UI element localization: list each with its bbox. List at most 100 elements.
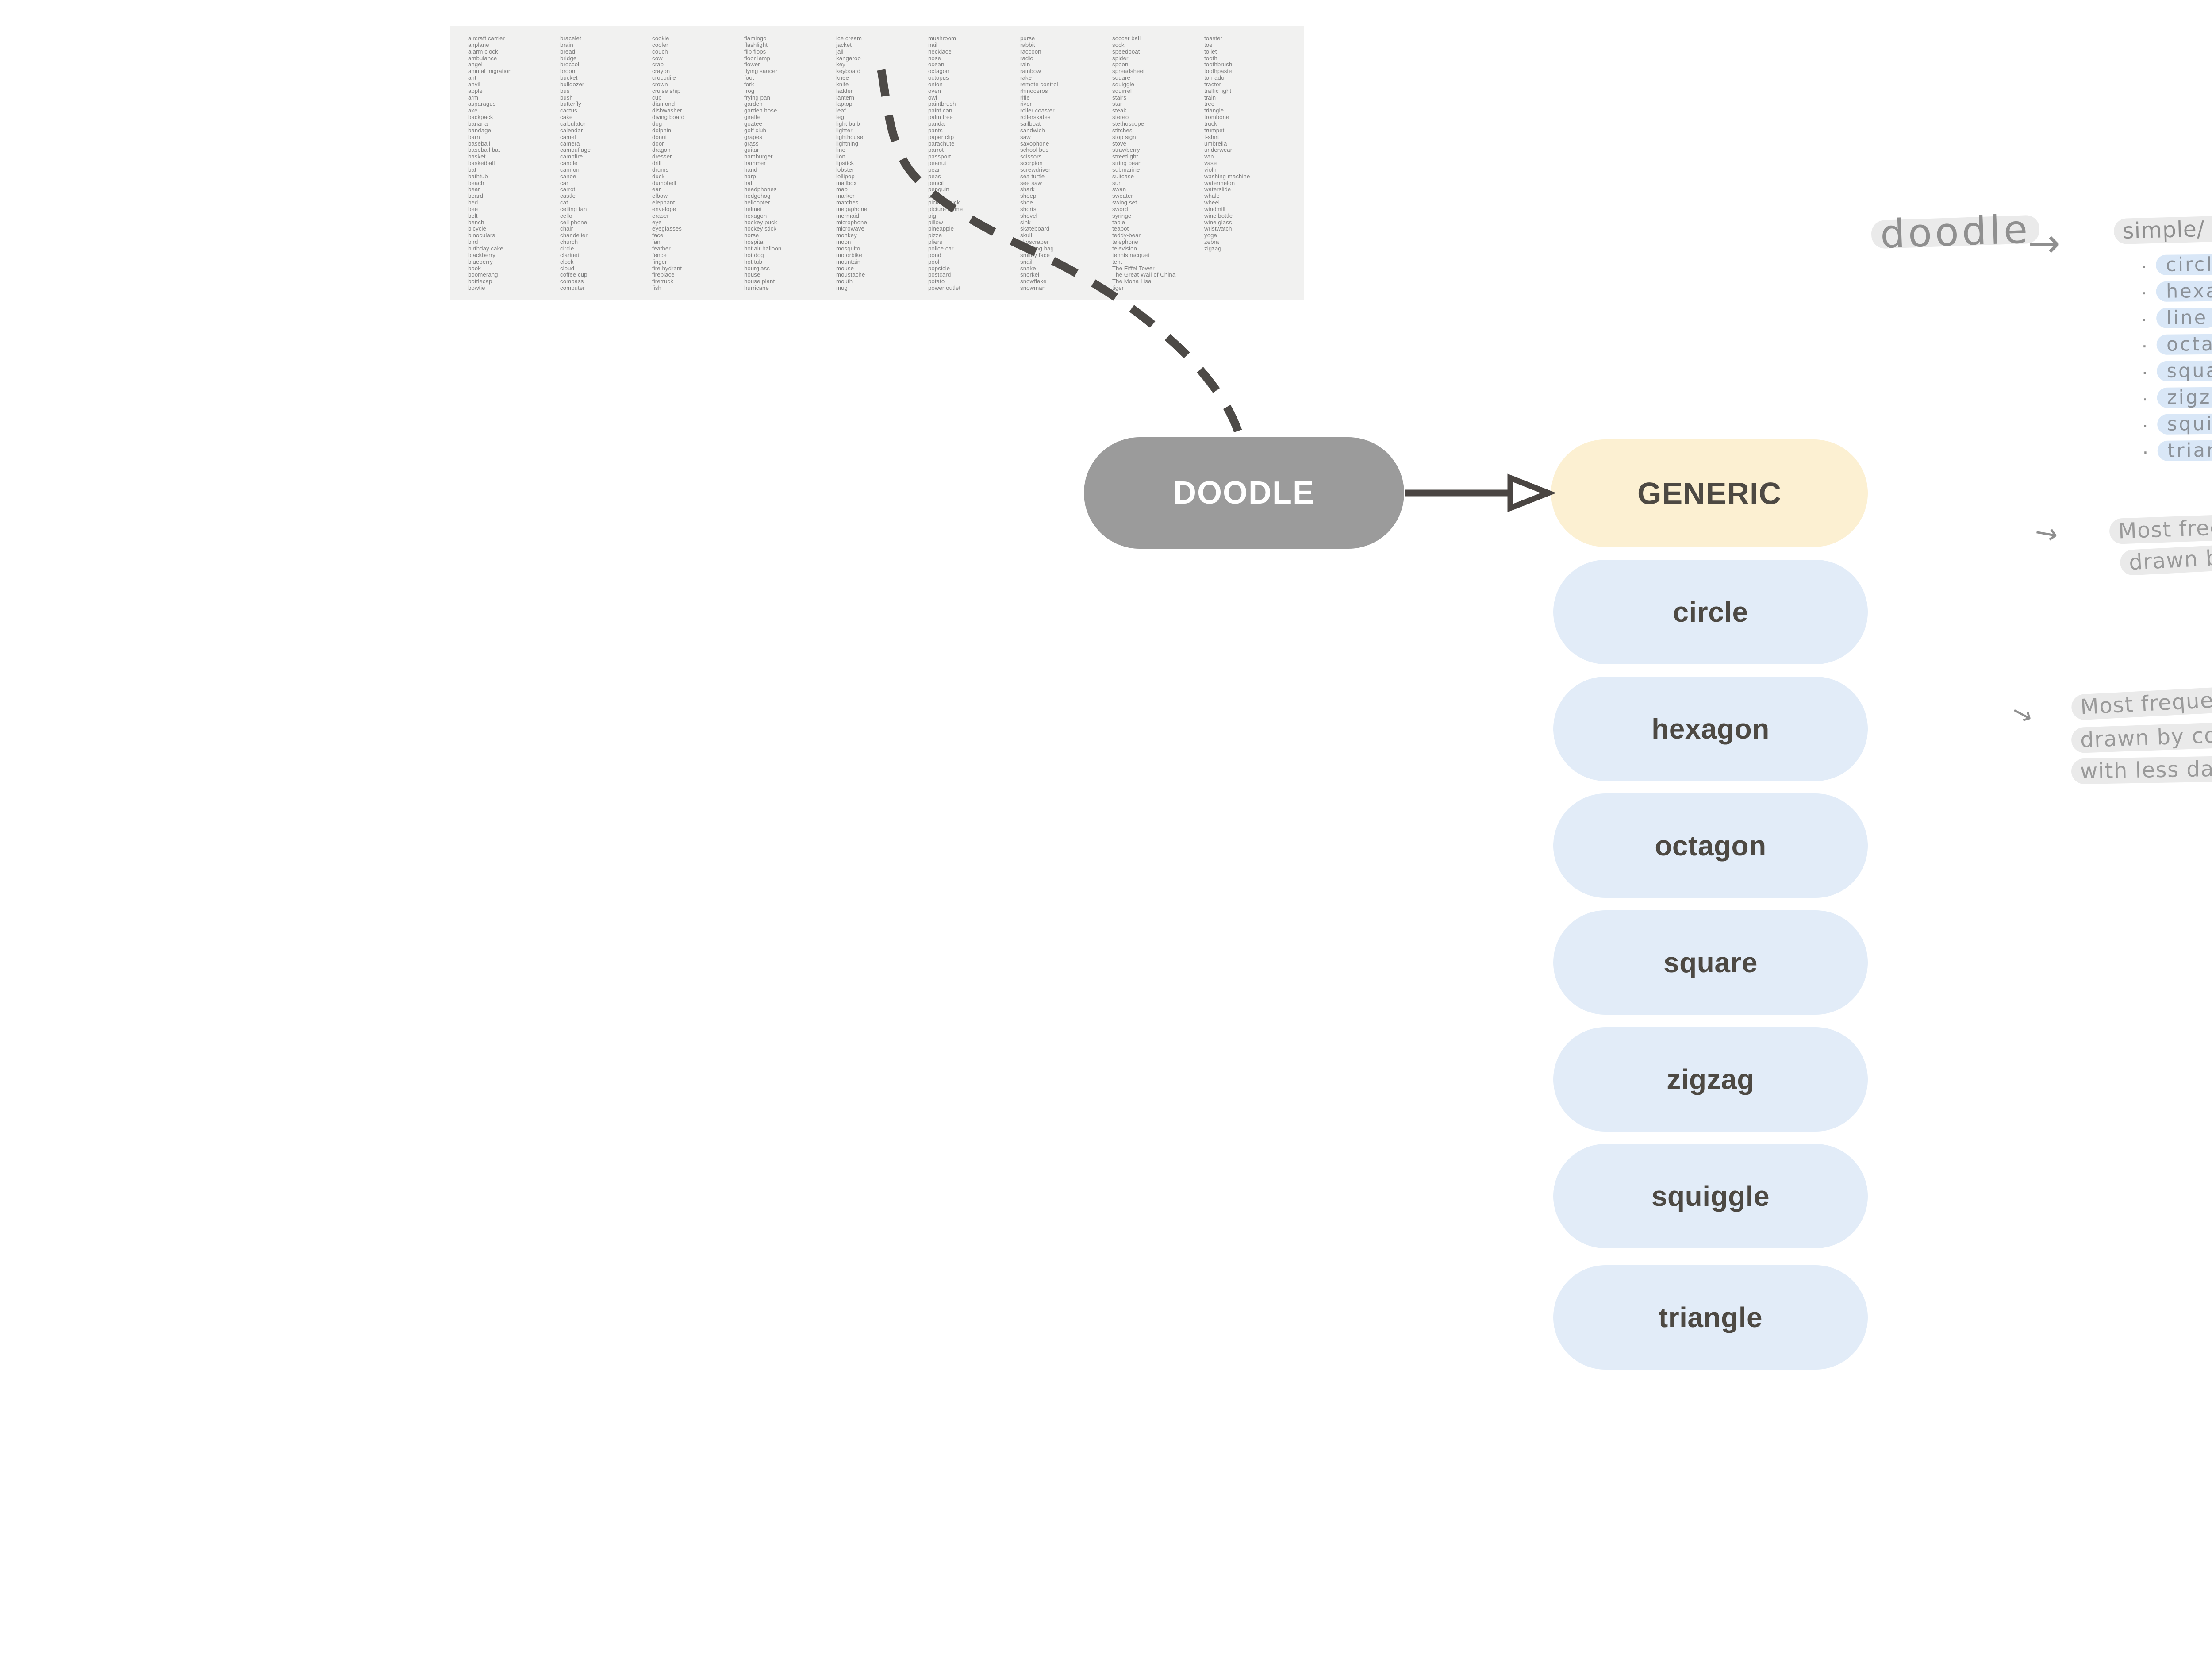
category-word: tornado (1204, 74, 1225, 81)
category-word: camel (560, 133, 576, 140)
category-word: radio (1020, 54, 1033, 62)
bullet-dot-icon: · (2141, 386, 2149, 410)
category-word: sword (1112, 205, 1128, 212)
category-word: blackberry (468, 251, 495, 258)
category-word: syringe (1112, 212, 1132, 219)
category-word: zebra (1204, 239, 1219, 246)
category-word: string bean (1112, 160, 1142, 167)
category-word: steak (1112, 107, 1127, 114)
node-zigzag[interactable]: zigzag (1553, 1027, 1868, 1132)
category-word: cruise ship (652, 87, 681, 94)
category-word: roller coaster (1020, 107, 1055, 114)
category-word: elbow (652, 192, 668, 200)
category-word: canoe (560, 173, 576, 180)
bullet-dot-icon: · (2140, 307, 2148, 330)
node-circle[interactable]: circle (1553, 560, 1868, 664)
category-word: bear (468, 186, 480, 193)
category-word: bird (468, 239, 478, 246)
category-word: traffic light (1204, 87, 1232, 94)
category-word: onion (928, 81, 943, 88)
category-word: scorpion (1020, 160, 1043, 167)
category-word: lollipop (836, 173, 855, 180)
category-word: map (836, 186, 848, 193)
category-word: airplane (468, 41, 489, 48)
category-word: couch (652, 48, 668, 55)
category-word: spider (1112, 54, 1129, 62)
node-doodle[interactable]: DOODLE (1084, 437, 1404, 549)
category-word: circle (560, 245, 574, 252)
shape-bullet-row: ·circle (2140, 254, 2212, 277)
category-word: hockey puck (744, 219, 777, 226)
category-word: fence (652, 251, 667, 258)
category-word: baseball bat (468, 146, 500, 154)
category-word: toothbrush (1204, 61, 1233, 68)
category-word: microphone (836, 219, 867, 226)
category-word: arm (468, 94, 479, 101)
category-word: hat (744, 179, 753, 186)
shape-bullet-row: ·hexagon (2140, 280, 2212, 303)
handwritten-shape-bullet-list[interactable]: ·circle·hexagon·line·octagon·square·zigz… (2140, 254, 2212, 467)
category-word: pig (928, 212, 936, 219)
handwritten-doodle-label[interactable]: doodle (1870, 206, 2040, 257)
node-square[interactable]: square (1553, 910, 1868, 1015)
category-word: animal migration (468, 68, 512, 75)
category-word: aircraft carrier (468, 35, 505, 42)
category-word: bee (468, 205, 478, 212)
category-word: windmill (1204, 205, 1225, 212)
handwritten-shapes-title[interactable]: simple/ generic shapes (2113, 211, 2212, 245)
category-word: pants (928, 127, 943, 134)
category-word: hourglass (744, 265, 770, 272)
node-generic[interactable]: GENERIC (1551, 439, 1868, 547)
category-word: alarm clock (468, 48, 498, 55)
category-word: broccoli (560, 61, 581, 68)
category-word: drums (652, 166, 669, 173)
category-word: bottlecap (468, 278, 492, 285)
bullet-dot-icon: · (2140, 254, 2147, 277)
category-word: squirrel (1112, 87, 1132, 94)
category-word: whale (1204, 192, 1220, 200)
category-word: book (468, 265, 481, 272)
category-word: pizza (928, 232, 942, 239)
category-word: stitches (1112, 127, 1133, 134)
category-word: snake (1020, 265, 1036, 272)
category-word: nose (928, 54, 941, 62)
category-word: fire hydrant (652, 265, 682, 272)
category-word: angel (468, 61, 483, 68)
category-word: hockey stick (744, 225, 777, 232)
bullet-dot-icon: · (2142, 439, 2149, 463)
category-word: marker (836, 192, 855, 200)
handwritten-arrow-icon: → (2032, 515, 2061, 551)
node-triangle[interactable]: triangle (1553, 1265, 1868, 1370)
category-word: stairs (1112, 94, 1127, 101)
category-word: popsicle (928, 265, 950, 272)
category-word: cello (560, 212, 572, 219)
category-word: river (1020, 100, 1032, 108)
category-word: television (1112, 245, 1137, 252)
category-word: cat (560, 199, 568, 206)
category-word: pencil (928, 179, 944, 186)
category-word: trumpet (1204, 127, 1225, 134)
category-word: paper clip (928, 133, 954, 140)
category-word: teapot (1112, 225, 1129, 232)
node-squiggle[interactable]: squiggle (1553, 1144, 1868, 1248)
category-word: bed (468, 199, 478, 206)
category-word: triangle (1204, 107, 1224, 114)
category-word: stop sign (1112, 133, 1136, 140)
category-word: cup (652, 94, 662, 101)
category-word: church (560, 239, 578, 246)
category-word: flamingo (744, 35, 767, 42)
category-word: camera (560, 140, 580, 147)
category-word: octagon (928, 68, 949, 75)
category-word: drill (652, 160, 662, 167)
shape-bullet-triangle: triangle (2157, 439, 2212, 462)
category-word: mushroom (928, 35, 956, 42)
category-word: panda (928, 120, 945, 127)
node-octagon[interactable]: octagon (1553, 793, 1868, 898)
category-word: sailboat (1020, 120, 1041, 127)
node-hexagon[interactable]: hexagon (1553, 677, 1868, 781)
category-word: frying pan (744, 94, 770, 101)
category-word: megaphone (836, 205, 868, 212)
category-word: violin (1204, 166, 1218, 173)
